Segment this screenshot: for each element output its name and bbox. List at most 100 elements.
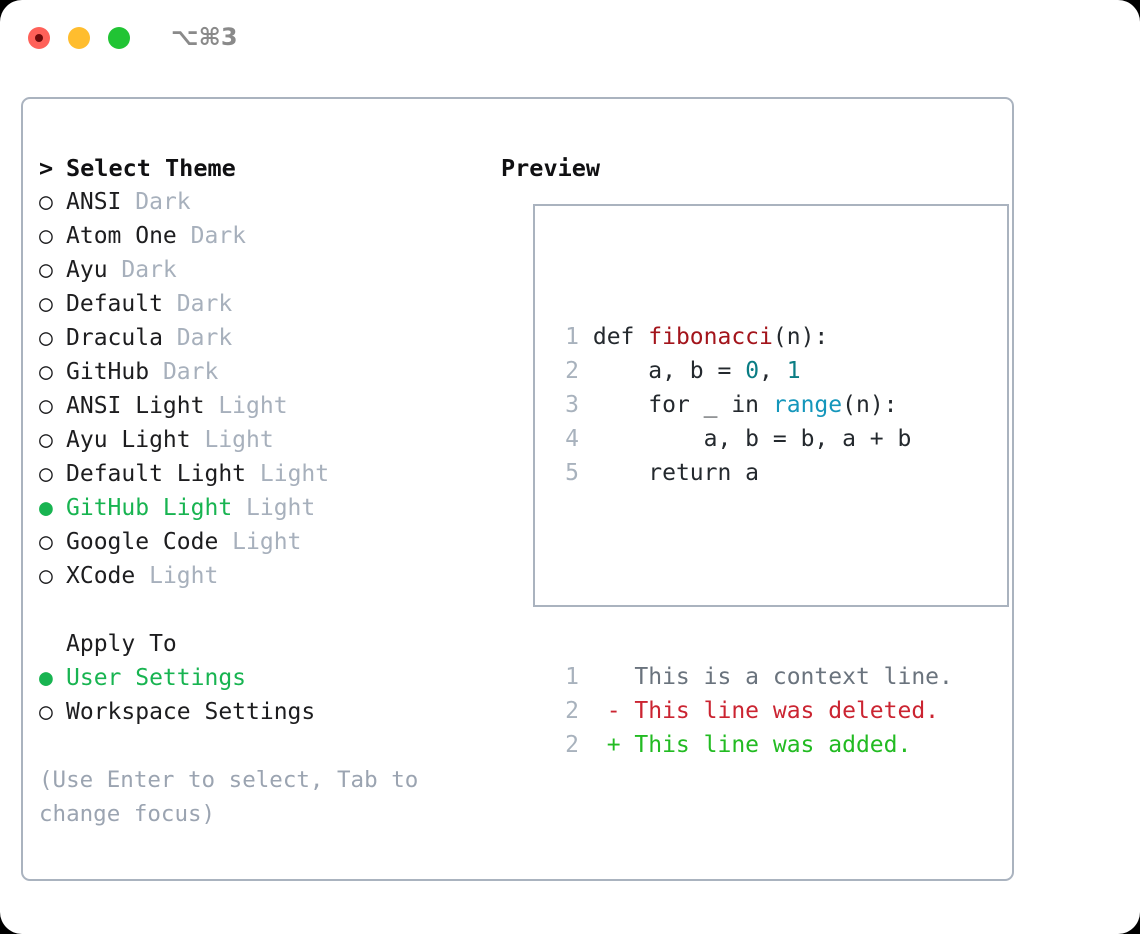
code-line: 1 def fibonacci(n): (551, 320, 953, 354)
keyboard-hint: (Use Enter to select, Tab to change focu… (39, 767, 419, 827)
code-line: 5 return a (551, 456, 953, 490)
theme-option-variant: Dark (176, 291, 233, 317)
apply-to-list: ● User Settings ○ Workspace Settings (39, 661, 479, 729)
radio-unselected-icon: ○ (39, 189, 53, 215)
preview-column: Preview 1 def fibonacci(n):2 a, b = 0, 1… (501, 151, 1009, 758)
theme-option-label: XCode (66, 563, 150, 589)
radio-unselected-icon: ○ (39, 529, 53, 555)
line-number: 2 (565, 358, 579, 384)
theme-option-label: Dracula (66, 325, 177, 351)
radio-unselected-icon: ○ (39, 563, 53, 589)
theme-option-label: Default (66, 291, 177, 317)
apply-to-option-user-settings[interactable]: ● User Settings (39, 661, 479, 695)
window-controls (28, 27, 130, 49)
code-token: (n): (842, 392, 898, 418)
radio-unselected-icon: ○ (39, 359, 53, 385)
code-line: 3 for _ in range(n): (551, 388, 953, 422)
theme-option-variant: Light (218, 393, 288, 419)
theme-option-atom-one[interactable]: ○ Atom One Dark (39, 219, 479, 253)
theme-option-label: GitHub (66, 359, 163, 385)
select-theme-heading-label: Select Theme (66, 154, 236, 182)
theme-option-ansi-light[interactable]: ○ANSI Light Light (39, 389, 479, 423)
theme-option-label: Default Light (66, 461, 260, 487)
radio-unselected-icon: ○ (39, 291, 53, 317)
code-line: 4 a, b = b, a + b (551, 422, 953, 456)
theme-option-default-light[interactable]: ○ Default Light Light (39, 457, 479, 491)
theme-option-label: Ayu Light (66, 427, 205, 453)
code-token: def (592, 324, 649, 350)
theme-option-ayu[interactable]: ○Ayu Dark (39, 253, 479, 287)
diff-sign: - (579, 698, 635, 724)
diff-line: 2 + This line was added. (551, 728, 953, 762)
maximize-button[interactable] (108, 27, 130, 49)
theme-picker-column: >Select Theme ○ANSI Dark○Atom One Dark○A… (39, 151, 479, 831)
radio-unselected-icon: ○ (39, 325, 53, 351)
theme-option-ansi[interactable]: ○ANSI Dark (39, 185, 479, 219)
diff-line: 2 - This line was deleted. (551, 694, 953, 728)
hint-gap (39, 729, 479, 763)
diff-sign (579, 664, 634, 690)
theme-option-variant: Dark (121, 257, 177, 283)
theme-option-variant: Light (149, 563, 219, 589)
theme-option-variant: Dark (162, 359, 219, 385)
radio-selected-icon: ● (39, 665, 53, 691)
theme-option-variant: Light (259, 461, 330, 487)
line-number: 2 (565, 698, 579, 724)
apply-to-option-label: Workspace Settings (66, 699, 316, 725)
theme-option-google-code[interactable]: ○ Google Code Light (39, 525, 479, 559)
diff-text: This line was added. (634, 732, 912, 758)
theme-option-github-light[interactable]: ●GitHub Light Light (39, 491, 479, 525)
theme-option-github[interactable]: ○ GitHub Dark (39, 355, 479, 389)
code-line: 2 a, b = 0, 1 (551, 354, 953, 388)
line-number: 5 (565, 460, 579, 486)
code-token: a, b = b, a + b (592, 426, 912, 452)
code-token: a, b = (592, 358, 746, 384)
line-number: 1 (565, 664, 579, 690)
theme-option-variant: Light (204, 427, 274, 453)
theme-option-xcode[interactable]: ○ XCode Light (39, 559, 479, 593)
line-number: 1 (565, 324, 579, 350)
radio-unselected-icon: ○ (39, 699, 53, 725)
select-theme-heading: > Select Theme (39, 151, 479, 185)
line-number: 3 (565, 392, 579, 418)
diff-text: This line was deleted. (634, 698, 940, 724)
theme-option-variant: Dark (176, 325, 233, 351)
theme-option-variant: Light (246, 495, 316, 521)
section-gap (39, 593, 479, 627)
radio-unselected-icon: ○ (39, 223, 53, 249)
apply-to-option-workspace-settings[interactable]: ○ Workspace Settings (39, 695, 479, 729)
theme-option-label: ANSI Light (66, 393, 219, 419)
theme-list: ○ANSI Dark○Atom One Dark○Ayu Dark○Defaul… (39, 185, 479, 593)
apply-to-option-label: User Settings (66, 665, 247, 691)
theme-option-variant: Dark (190, 223, 247, 249)
close-button[interactable] (28, 27, 50, 49)
code-token: for _ in (592, 392, 773, 418)
diff-line: 1 This is a context line. (551, 660, 953, 694)
title-bar: ⌥⌘3 (0, 0, 1140, 78)
apply-to-heading: Apply To (39, 627, 479, 661)
minimize-button[interactable] (68, 27, 90, 49)
radio-unselected-icon: ○ (39, 427, 53, 453)
theme-option-ayu-light[interactable]: ○ Ayu Light Light (39, 423, 479, 457)
preview-title: Preview (501, 154, 601, 182)
theme-option-default[interactable]: ○ Default Dark (39, 287, 479, 321)
theme-option-label: ANSI (66, 189, 136, 215)
code-token: range (772, 392, 843, 418)
theme-option-variant: Light (232, 529, 302, 555)
heading-caret-icon: > (39, 154, 54, 182)
keyboard-shortcut-label: ⌥⌘3 (171, 23, 238, 51)
apply-to-heading-label: Apply To (66, 631, 177, 657)
theme-option-label: Google Code (66, 529, 233, 555)
theme-option-dracula[interactable]: ○ Dracula Dark (39, 321, 479, 355)
line-number: 4 (565, 426, 579, 452)
theme-option-label: Atom One (66, 223, 191, 249)
radio-unselected-icon: ○ (39, 257, 53, 283)
code-diff-gap (551, 558, 953, 592)
radio-unselected-icon: ○ (39, 461, 53, 487)
theme-option-label: GitHub Light (66, 495, 247, 521)
line-number: 2 (565, 732, 579, 758)
diff-sign: + (579, 732, 635, 758)
